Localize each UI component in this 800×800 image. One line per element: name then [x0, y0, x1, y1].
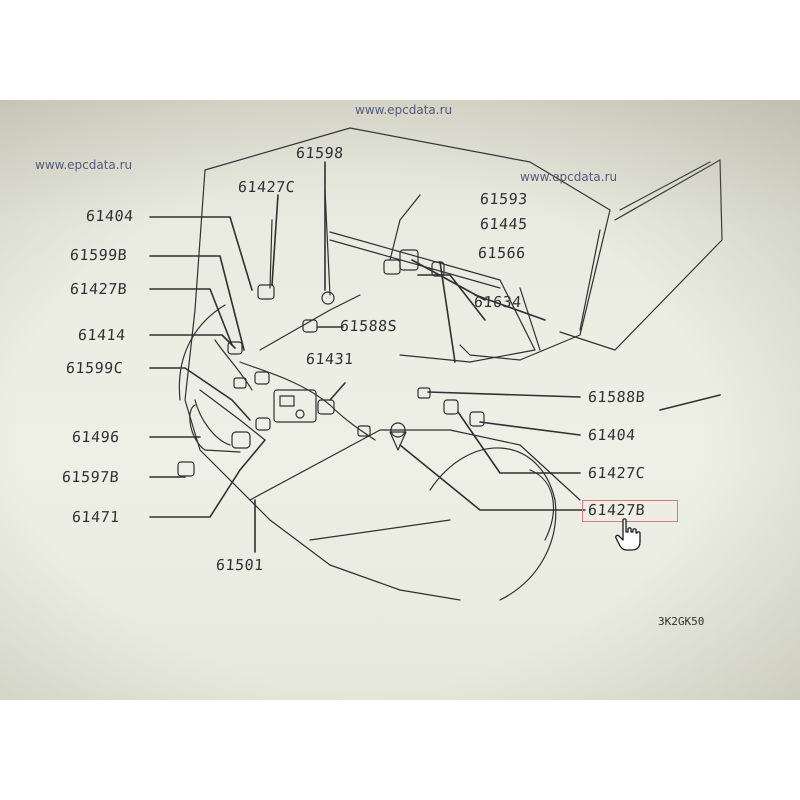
watermark-right: www.epcdata.ru: [520, 170, 618, 184]
hand-pointer-icon: [615, 518, 641, 551]
callout-61593[interactable]: 61593: [479, 190, 529, 208]
hatch-outline: [204, 127, 611, 361]
bumper: [249, 429, 581, 501]
callout-61427C-top[interactable]: 61427C: [237, 178, 296, 196]
callout-61496[interactable]: 61496: [71, 428, 121, 446]
callout-61588S[interactable]: 61588S: [339, 317, 398, 335]
callout-61404-left[interactable]: 61404: [85, 207, 135, 225]
monitor-photo: www.epcdata.ru www.epcdata.ru www.epcdat…: [0, 100, 800, 700]
callout-61598[interactable]: 61598: [295, 144, 345, 162]
floor-line: [309, 519, 451, 541]
callout-61597B[interactable]: 61597B: [61, 468, 120, 486]
callout-61566[interactable]: 61566: [477, 244, 527, 262]
callout-61599C[interactable]: 61599C: [65, 359, 124, 377]
callout-61414[interactable]: 61414: [77, 326, 127, 344]
callout-61431[interactable]: 61431: [305, 350, 355, 368]
callout-61471[interactable]: 61471: [71, 508, 121, 526]
callout-61427B-left[interactable]: 61427B: [69, 280, 128, 298]
callout-61404-right[interactable]: 61404: [587, 426, 637, 444]
wire-harness: [239, 361, 376, 441]
selected-part-highlight[interactable]: [582, 500, 678, 522]
parts-diagram: [149, 127, 723, 601]
rear-window-right: [559, 159, 723, 351]
callout-61634[interactable]: 61634: [473, 293, 523, 311]
callout-61588B[interactable]: 61588B: [587, 388, 646, 406]
callout-61427B-right[interactable]: 61427B: [587, 501, 646, 519]
watermark-left: www.epcdata.ru: [35, 158, 133, 172]
callout-61501[interactable]: 61501: [215, 556, 265, 574]
body-side: [184, 169, 461, 601]
figure-code: 3K2GK50: [658, 615, 705, 628]
rear-window-edge: [579, 229, 601, 331]
watermark-top: www.epcdata.ru: [355, 103, 453, 117]
handle-61496: [189, 404, 241, 453]
callout-61427C-right[interactable]: 61427C: [587, 464, 646, 482]
wheel-arch: [429, 447, 557, 601]
callout-61599B[interactable]: 61599B: [69, 246, 128, 264]
callout-61445[interactable]: 61445: [479, 215, 529, 233]
